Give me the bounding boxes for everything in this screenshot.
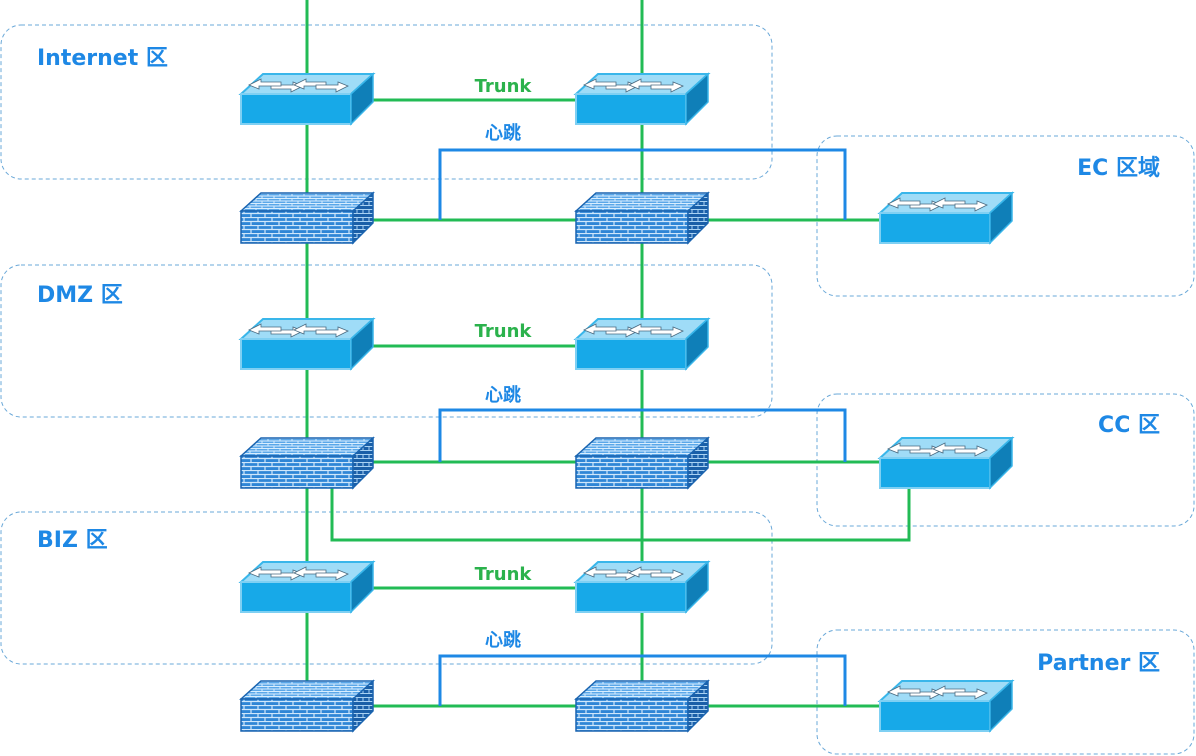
switch-icon [575, 561, 709, 613]
cc-zone-box [816, 393, 1195, 527]
trunk-label: Trunk [475, 564, 533, 585]
switch-icon [240, 561, 374, 613]
zone-label-cc: CC 区 [1098, 413, 1160, 438]
heartbeat-label: 心跳 [485, 629, 521, 651]
biz-zone-box [0, 511, 773, 665]
trunk-label: Trunk [475, 76, 533, 97]
zone-label-partner: Partner 区 [1037, 651, 1160, 676]
switch-icon [575, 73, 709, 125]
switch-icon [240, 318, 374, 370]
heartbeat-label: 心跳 [485, 384, 521, 406]
firewall-icon [240, 437, 374, 489]
zone-label-biz: BIZ 区 [37, 528, 108, 553]
firewall-icon [575, 192, 709, 244]
partner-zone-box [816, 629, 1195, 755]
switch-icon [575, 318, 709, 370]
firewall-icon [240, 680, 374, 732]
trunk-label: Trunk [475, 321, 533, 342]
firewall-icon [575, 437, 709, 489]
heartbeat-line-1 [438, 148, 847, 220]
switch-icon [879, 680, 1013, 732]
heartbeat-label: 心跳 [485, 122, 521, 144]
firewall-icon [240, 192, 374, 244]
switch-icon [240, 73, 374, 125]
heartbeat-line-2 [438, 408, 847, 462]
heartbeat-line-3 [438, 654, 847, 706]
zone-label-dmz: DMZ 区 [37, 283, 123, 308]
zone-label-ec: EC 区域 [1077, 155, 1160, 181]
firewall-icon [575, 680, 709, 732]
internet-zone-box [0, 24, 773, 180]
switch-icon [879, 192, 1013, 244]
cc-secondary-link [330, 488, 911, 542]
dmz-zone-box [0, 264, 773, 418]
ec-zone-box [816, 135, 1195, 297]
zone-label-internet: Internet 区 [37, 46, 168, 71]
switch-icon [879, 437, 1013, 489]
